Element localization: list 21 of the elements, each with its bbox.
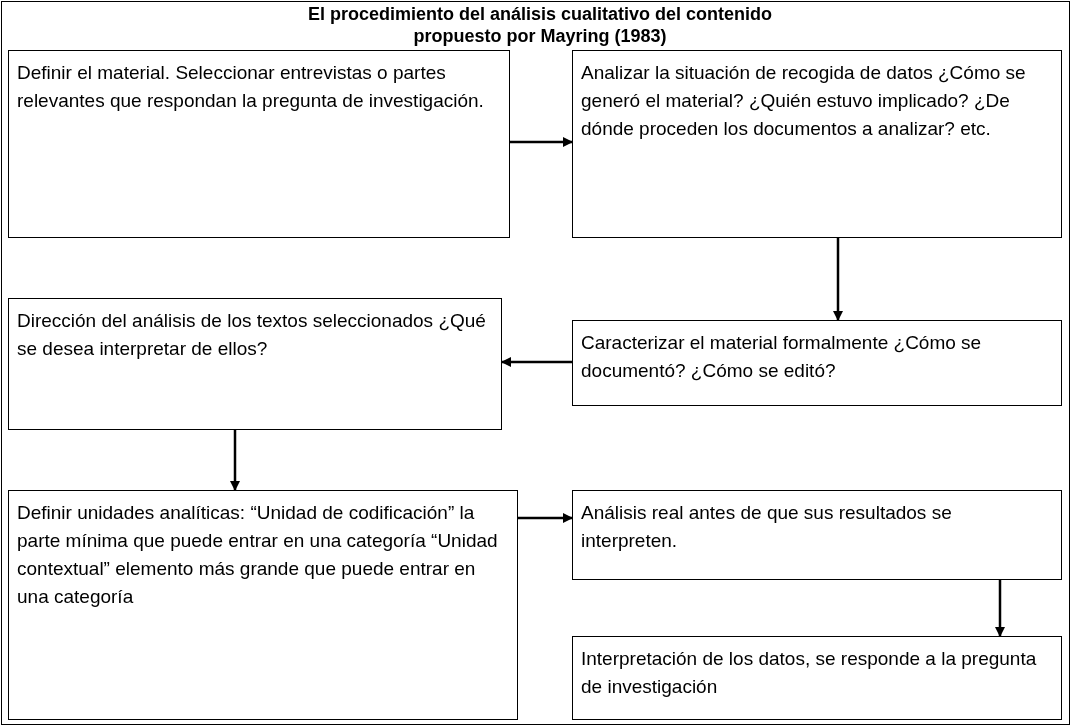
process-box — [572, 50, 1062, 238]
process-box — [572, 636, 1062, 720]
arrow — [995, 580, 1005, 637]
arrow — [510, 137, 573, 147]
box-text: Definir unidades analíticas: “Unidad de codificación” la parte mínima que puede entrar en una categoría “Unidad contextual” elemento más grande que puede entrar en una categoría — [17, 501, 499, 609]
box-text: Caracterizar el material formalmente ¿Cómo se documentó? ¿Cómo se editó? — [581, 331, 983, 383]
box-text: Análisis real antes de que sus resultados se interpreten. — [581, 501, 953, 553]
arrow — [501, 357, 572, 367]
process-box — [8, 50, 510, 238]
arrow — [518, 513, 573, 523]
process-box — [8, 298, 502, 430]
process-box — [572, 490, 1062, 580]
process-box — [8, 490, 518, 720]
title: El procedimiento del análisis cualitativo del contenido propuesto por Mayring (1983) — [306, 3, 774, 47]
process-box — [572, 320, 1062, 406]
box-text: Definir el material. Seleccionar entrevistas o partes relevantes que respondan la pregunta de investigación. — [17, 61, 485, 113]
box-text: Dirección del análisis de los textos seleccionados ¿Qué se desea interpretar de ellos? — [17, 309, 487, 361]
arrow — [230, 430, 240, 491]
box-text: Analizar la situación de recogida de datos ¿Cómo se generó el material? ¿Quién estuvo implicado? ¿De dónde proceden los documentos a analizar? etc. — [581, 61, 1027, 141]
box-text: Interpretación de los datos, se responde a la pregunta de investigación — [581, 647, 1038, 699]
arrow — [833, 238, 843, 321]
